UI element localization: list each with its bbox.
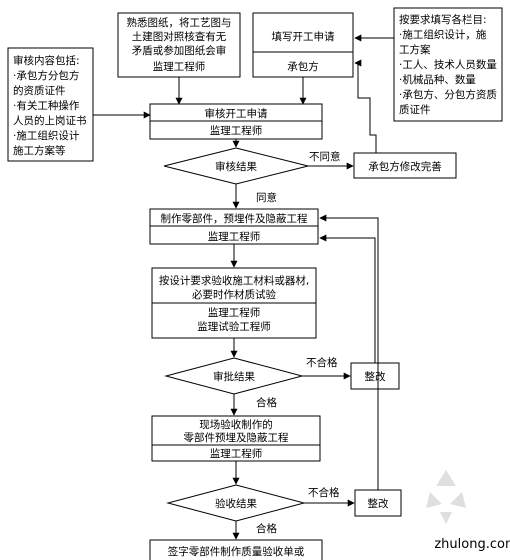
contractor-revise-box: 承包方修改完善: [353, 152, 457, 179]
rectify-box-1: 整改: [350, 362, 400, 390]
required-line-1: 按要求填写各栏目:: [399, 13, 487, 26]
revise-label: 承包方修改完善: [368, 160, 442, 173]
rectify-box-2: 整改: [354, 489, 402, 517]
review-note-line-1: 审核内容包括:: [13, 54, 80, 67]
review-yes-label: 同意: [256, 191, 277, 204]
review-note-line-2: ·承包方分包方: [13, 69, 79, 82]
review-content-note: 审核内容包括: ·承包方分包方 的资质证件 ·有关工种操作 人员的上岗证书 ·施…: [7, 47, 94, 162]
required-line-2: ·施工组织设计，施: [399, 28, 487, 41]
watermark-logo-icon: [426, 470, 466, 524]
apply-title: 填写开工申请: [272, 30, 335, 43]
review-apply-role: 监理工程师: [210, 124, 263, 137]
acceptance-yes-label: 合格: [256, 522, 277, 535]
watermark-text: zhulong.com: [434, 537, 510, 552]
review-application-box: 审核开工申请 监理工程师: [149, 103, 323, 140]
sign-label: 签字零部件制作质量验收单或: [168, 545, 305, 558]
sign-acceptance-box: 签字零部件制作质量验收单或: [149, 539, 323, 560]
review-no-label: 不同意: [309, 150, 341, 163]
rectify-2-label: 整改: [368, 497, 389, 510]
fill-application-box: 填写开工申请 承包方: [252, 12, 354, 78]
familiarize-line-1: 熟悉图纸，将工艺图与: [127, 16, 232, 29]
rectify-1-label: 整改: [365, 370, 386, 383]
required-fields-note: 按要求填写各栏目: ·施工组织设计，施 工方案 ·工人、技术人员数量 ·机械品种…: [393, 7, 503, 122]
acceptance-result-label: 验收结果: [215, 497, 257, 510]
inspect-materials-box: 按设计要求验收施工材料或器材, 必要时作材质试验 监理工程师 监理试验工程师: [151, 267, 317, 339]
familiarize-line-2: 土建图对照核查有无: [132, 30, 227, 43]
review-note-line-6: ·施工组织设计: [13, 129, 80, 142]
make-parts-box: 制作零部件，预埋件及隐蔽工程 监理工程师: [149, 208, 319, 245]
approval-no-label: 不合格: [306, 356, 338, 369]
watermark: zhulong.com: [426, 470, 510, 552]
approval-result-label: 审批结果: [213, 370, 255, 383]
familiarize-role: 监理工程师: [153, 60, 206, 73]
make-parts-title: 制作零部件，预埋件及隐蔽工程: [161, 212, 308, 225]
site-inspect-role: 监理工程师: [210, 447, 263, 460]
site-inspect-line-2: 零部件预埋及隐蔽工程: [184, 431, 289, 444]
site-inspect-line-1: 现场验收制作的: [199, 418, 273, 431]
review-note-line-7: 施工方案等: [13, 144, 66, 157]
inspect-role-1: 监理工程师: [208, 306, 261, 319]
acceptance-result-decision: 验收结果: [166, 484, 306, 522]
required-line-7: 质证件: [399, 104, 431, 116]
required-line-6: ·承包方、分包方资质: [399, 88, 497, 101]
familiarize-line-3: 矛盾或参加图纸会审: [132, 44, 227, 57]
inspect-role-2: 监理试验工程师: [197, 320, 271, 333]
approval-result-decision: 审批结果: [164, 357, 304, 395]
review-result-label: 审核结果: [215, 160, 257, 173]
inspect-line-2: 必要时作材质试验: [192, 288, 276, 301]
site-inspection-box: 现场验收制作的 零部件预埋及隐蔽工程 监理工程师: [151, 415, 321, 462]
acceptance-no-label: 不合格: [308, 486, 340, 499]
review-apply-title: 审核开工申请: [205, 107, 268, 120]
review-result-decision: 审核结果: [163, 147, 309, 185]
required-line-5: ·机械品种、数量: [399, 73, 476, 86]
familiarize-drawings-box: 熟悉图纸，将工艺图与 土建图对照核查有无 矛盾或参加图纸会审 监理工程师: [117, 12, 241, 78]
inspect-line-1: 按设计要求验收施工材料或器材,: [159, 274, 309, 287]
review-note-line-4: ·有关工种操作: [13, 99, 80, 112]
review-note-line-3: 的资质证件: [13, 84, 66, 97]
required-line-4: ·工人、技术人员数量: [399, 58, 497, 71]
make-parts-role: 监理工程师: [208, 230, 261, 243]
required-line-3: 工方案: [399, 43, 431, 56]
apply-role: 承包方: [287, 60, 319, 73]
review-note-line-5: 人员的上岗证书: [13, 114, 87, 127]
approval-yes-label: 合格: [256, 396, 277, 409]
